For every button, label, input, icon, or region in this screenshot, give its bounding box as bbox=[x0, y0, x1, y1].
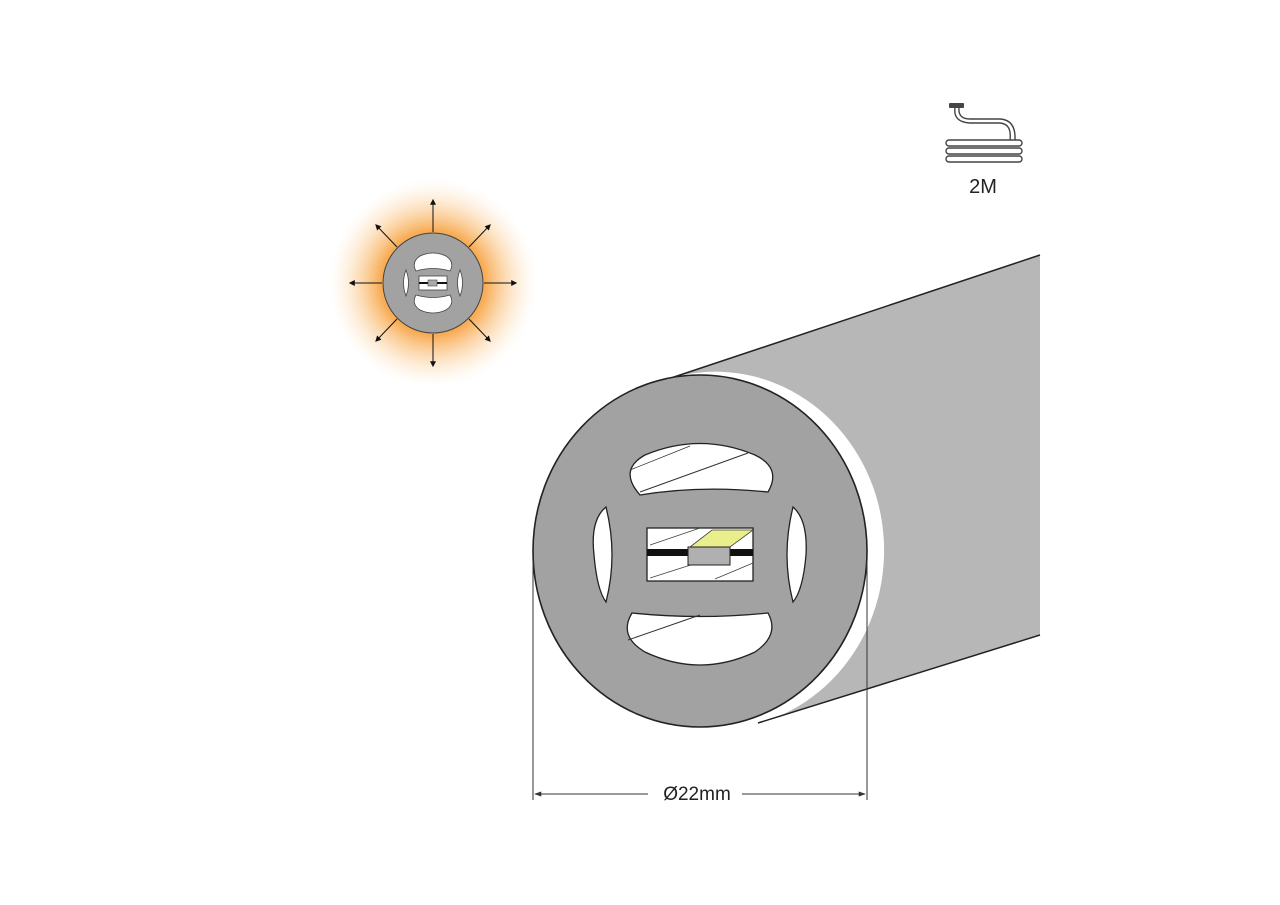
large-tube bbox=[532, 254, 1041, 728]
led-channel bbox=[646, 527, 755, 582]
coil-loop-1 bbox=[945, 139, 1023, 147]
tube-bottom-edge bbox=[757, 634, 1041, 724]
coil-lead-inner bbox=[958, 107, 1016, 141]
emission-arrows bbox=[348, 198, 518, 368]
top-slot bbox=[629, 442, 774, 496]
small-right-slot bbox=[457, 268, 463, 298]
arrow-down-right bbox=[468, 318, 491, 342]
arrow-down-left bbox=[375, 318, 398, 342]
small-left-slot bbox=[403, 268, 409, 298]
diameter-dimension bbox=[532, 562, 868, 800]
led-chip bbox=[687, 546, 731, 566]
coil-lead bbox=[954, 107, 1011, 141]
small-bottom-slot bbox=[413, 294, 453, 314]
length-label: 2M bbox=[969, 176, 997, 198]
emission-360-icon bbox=[329, 179, 537, 387]
small-led-chip bbox=[427, 279, 438, 287]
left-slot bbox=[592, 505, 613, 604]
bottom-slot bbox=[626, 612, 773, 666]
coil-plug bbox=[949, 103, 964, 108]
arrow-up-left bbox=[375, 224, 398, 248]
tube-top-edge bbox=[670, 254, 1041, 379]
diameter-label: Ø22mm bbox=[663, 784, 731, 805]
coil-loop-2 bbox=[945, 147, 1023, 155]
coil-loop-3 bbox=[945, 155, 1023, 163]
small-top-slot bbox=[413, 252, 453, 272]
coiled-cable-icon bbox=[945, 103, 1023, 163]
arrow-up-right bbox=[468, 224, 491, 248]
tube-side-body bbox=[671, 255, 1040, 723]
right-slot bbox=[786, 505, 807, 604]
